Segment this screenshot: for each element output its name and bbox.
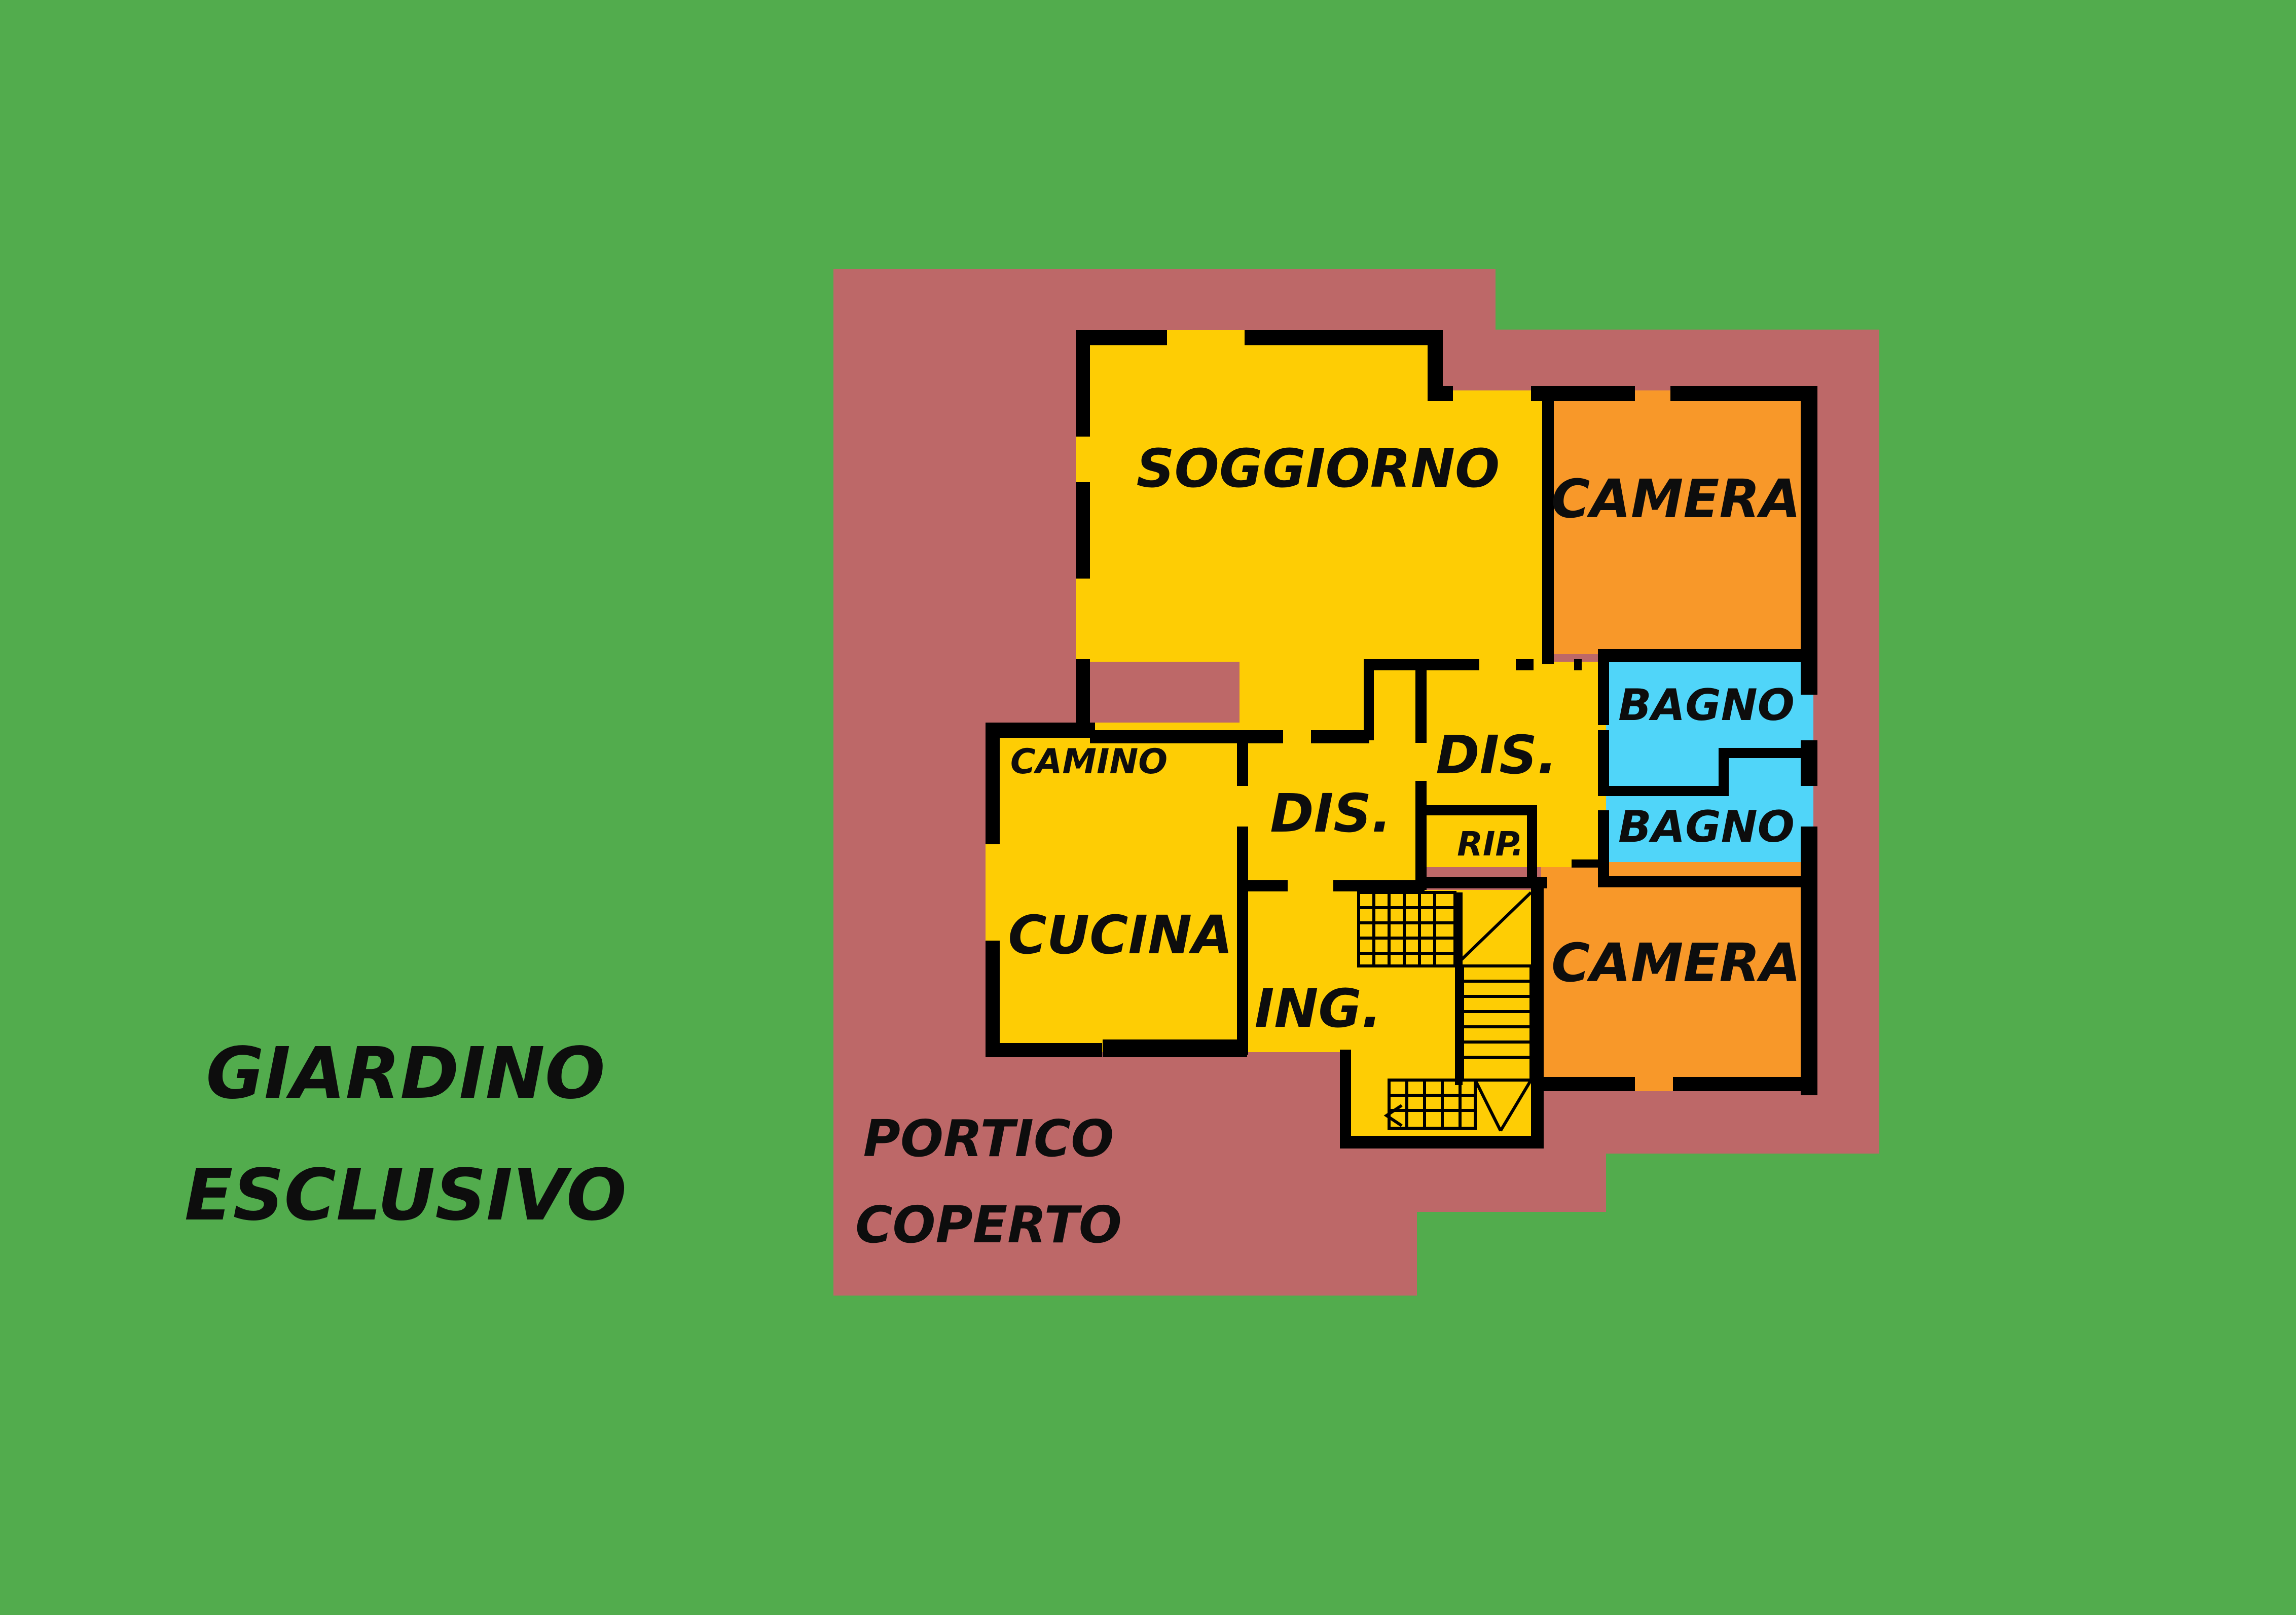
room-bagno-top (1606, 654, 1813, 753)
room-fills (986, 330, 1813, 1143)
label-camera-bottom: CAMERA (1551, 932, 1801, 994)
label-esclusivo: ESCLUSIVO (185, 1154, 627, 1237)
walls (986, 330, 1817, 1149)
room-cucina (986, 723, 1240, 1052)
label-camera-top: CAMERA (1551, 468, 1801, 530)
room-soggiorno (1076, 330, 1549, 662)
staircase (1357, 891, 1533, 1132)
label-cucina: CUCINA (1008, 904, 1232, 966)
room-dis-left (1240, 662, 1425, 890)
room-dis-right (1425, 662, 1606, 867)
label-ing: ING. (1255, 978, 1382, 1039)
labels: GIARDINO ESCLUSIVO PORTICO COPERTO SOGGI… (185, 438, 1801, 1254)
label-giardino: GIARDINO (206, 1032, 605, 1115)
label-bagno-bottom: BAGNO (1618, 802, 1795, 852)
label-rip: RIP. (1457, 824, 1524, 864)
label-portico: PORTICO (863, 1109, 1114, 1168)
label-coperto: COPERTO (855, 1195, 1122, 1254)
room-camera-top (1549, 390, 1813, 654)
label-dis-right: DIS. (1436, 724, 1557, 786)
label-dis-left: DIS. (1270, 782, 1391, 844)
room-camera-bottom (1541, 862, 1813, 1091)
label-camino: CAMINO (1010, 742, 1168, 782)
label-soggiorno: SOGGIORNO (1137, 438, 1500, 499)
label-bagno-top: BAGNO (1618, 680, 1795, 731)
